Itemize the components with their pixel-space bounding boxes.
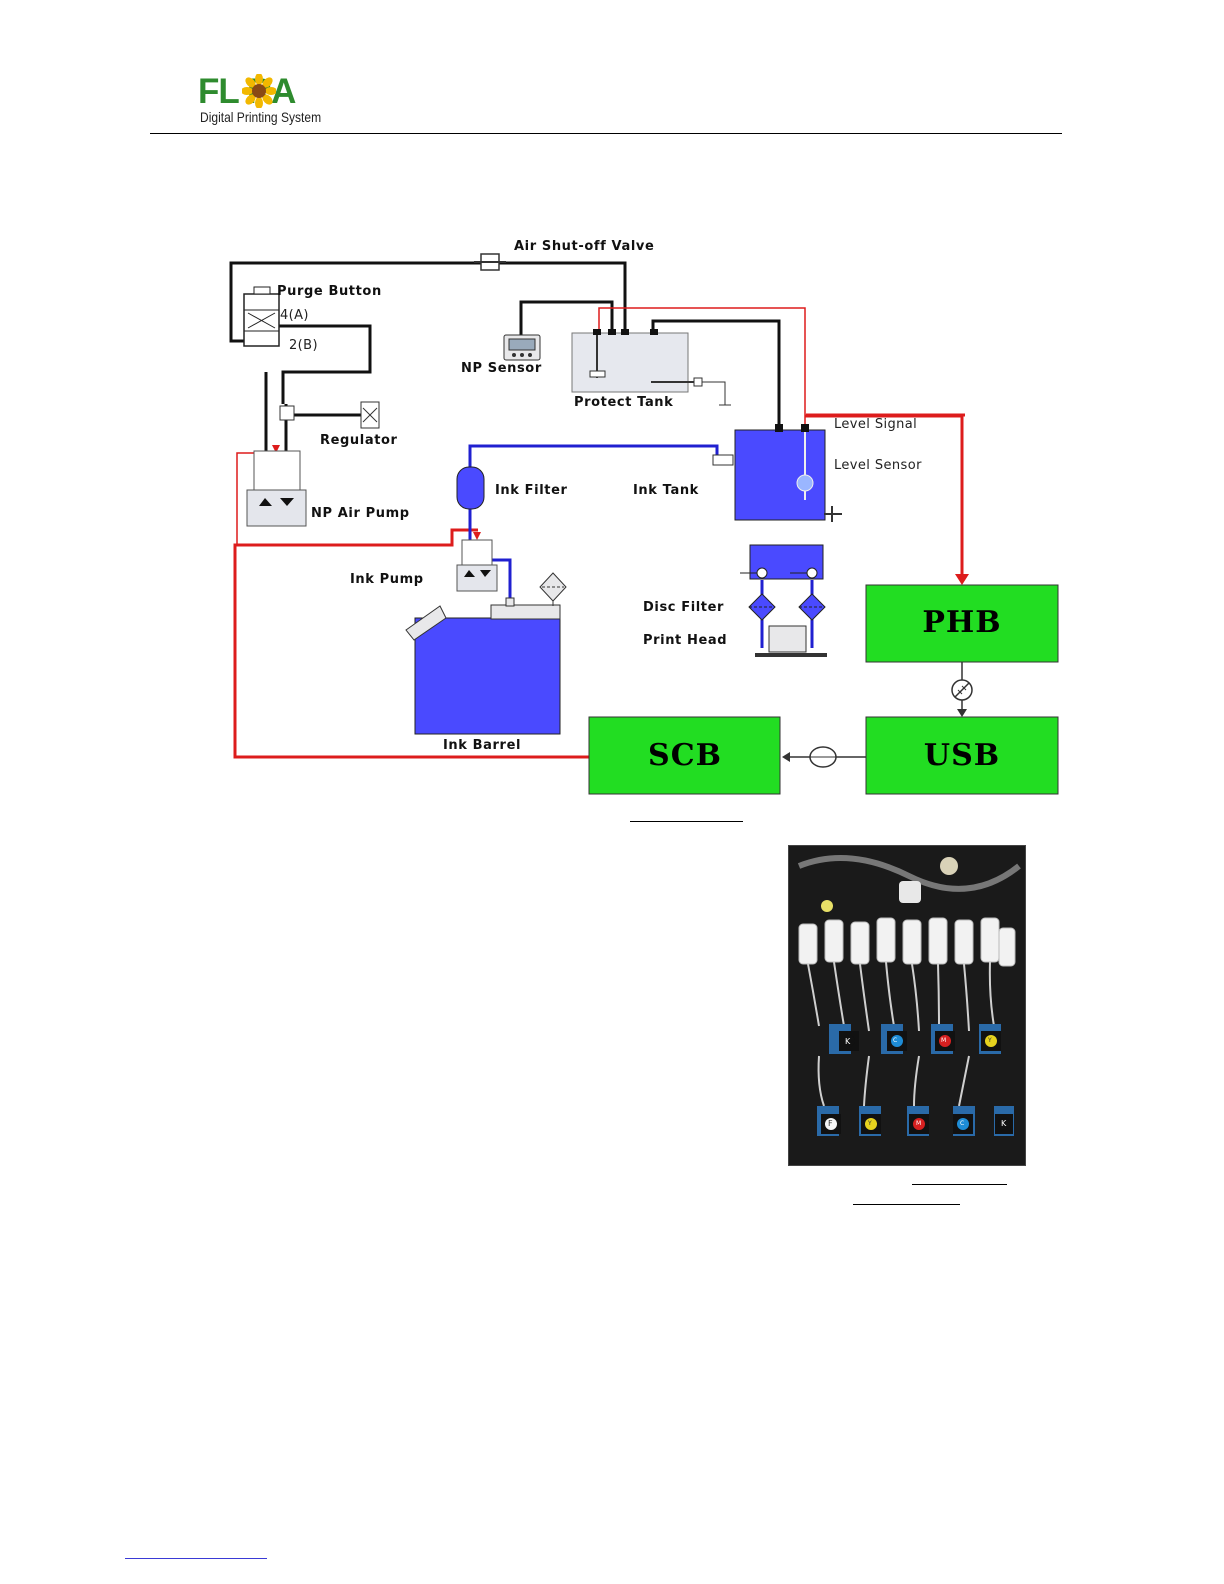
disc-filter-label: Disc Filter	[643, 600, 724, 615]
ink-pump-label: Ink Pump	[350, 572, 424, 587]
photo-pump-label-bottom-1: Y	[868, 1120, 872, 1127]
photo-pump-label-top-2: M	[941, 1037, 946, 1044]
caption-rule-3	[853, 1204, 960, 1205]
serial-connector-icon	[810, 747, 836, 767]
port-a-label: 4(A)	[280, 308, 309, 323]
ink-pump	[457, 540, 497, 591]
phb-arrow-icon	[955, 574, 969, 585]
pump-arrow-icon	[473, 532, 481, 540]
scb-arrow-icon	[782, 752, 790, 762]
np-air-pump-label: NP Air Pump	[311, 506, 410, 521]
photo-pump-label-bottom-2: M	[916, 1120, 921, 1127]
level-signal-label: Level Signal	[834, 417, 917, 432]
level-sensor-label: Level Sensor	[834, 458, 922, 473]
np-sensor	[504, 335, 540, 360]
np-sensor-label: NP Sensor	[461, 361, 542, 376]
protect-tank-label: Protect Tank	[574, 395, 673, 410]
regulator-label: Regulator	[320, 433, 398, 448]
photo-pump-label-bottom-3: C	[960, 1120, 964, 1127]
purge-button-valve	[244, 287, 279, 346]
usb-board: USB	[866, 717, 1058, 794]
photo-pump-label-top-3: Y	[988, 1037, 992, 1044]
phb-board-label: PHB	[922, 605, 1001, 640]
scb-board-label: SCB	[648, 738, 722, 773]
np-air-pump	[247, 451, 306, 526]
ink-tank	[713, 424, 842, 522]
usb-arrow-icon	[957, 709, 967, 717]
cable-connector-icon	[952, 680, 972, 700]
print-head-label: Print Head	[643, 633, 727, 648]
caption-rule-1	[630, 821, 743, 822]
photo-pump-label-top-0: K	[845, 1037, 850, 1046]
air-shutoff-valve-label: Air Shut-off Valve	[514, 239, 654, 254]
pump-photo-illustration	[789, 846, 1025, 1165]
photo-pump-label-bottom-0: F	[828, 1119, 833, 1128]
ink-filter	[457, 467, 484, 509]
photo-pump-label-bottom-4: K	[1001, 1119, 1006, 1128]
ink-tank-label: Ink Tank	[633, 483, 699, 498]
photo-pump-label-top-1: C	[893, 1037, 897, 1044]
purge-button-label: Purge Button	[277, 284, 382, 299]
print-head-assembly	[740, 545, 827, 655]
usb-board-label: USB	[924, 738, 1000, 773]
scb-board: SCB	[589, 717, 780, 794]
protect-tank	[572, 329, 731, 405]
phb-board: PHB	[866, 585, 1058, 662]
footer-link-underline[interactable]	[125, 1558, 267, 1559]
air-shutoff-valve	[474, 254, 506, 270]
ink-filter-label: Ink Filter	[495, 483, 568, 498]
ink-barrel-label: Ink Barrel	[443, 738, 521, 753]
ink-barrel	[406, 573, 566, 734]
port-b-label: 2(B)	[289, 338, 318, 353]
pump-assembly-photo: K C M Y F Y M C K	[788, 845, 1026, 1166]
caption-rule-2	[912, 1184, 1007, 1185]
